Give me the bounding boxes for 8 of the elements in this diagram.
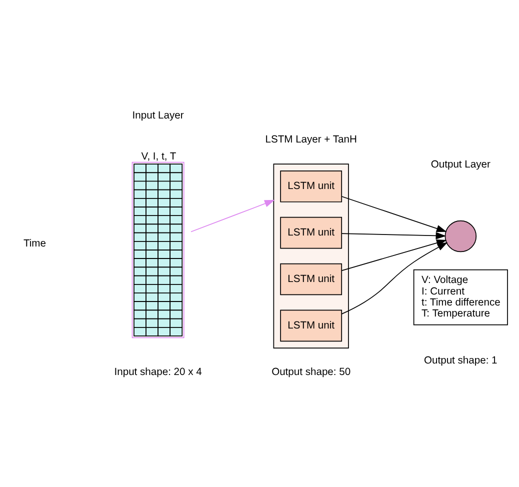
- node-label: V, I, t, T: [141, 150, 176, 162]
- label: Output Layer: [430, 159, 490, 170]
- label: Time: [23, 238, 46, 250]
- label: LSTM Layer + TanH: [265, 134, 357, 146]
- label: Input Layer: [132, 110, 184, 122]
- label: Output shape: 1: [424, 355, 498, 366]
- label: Output shape: 50: [272, 366, 351, 378]
- label: Input shape: 20 x 4: [114, 366, 202, 378]
